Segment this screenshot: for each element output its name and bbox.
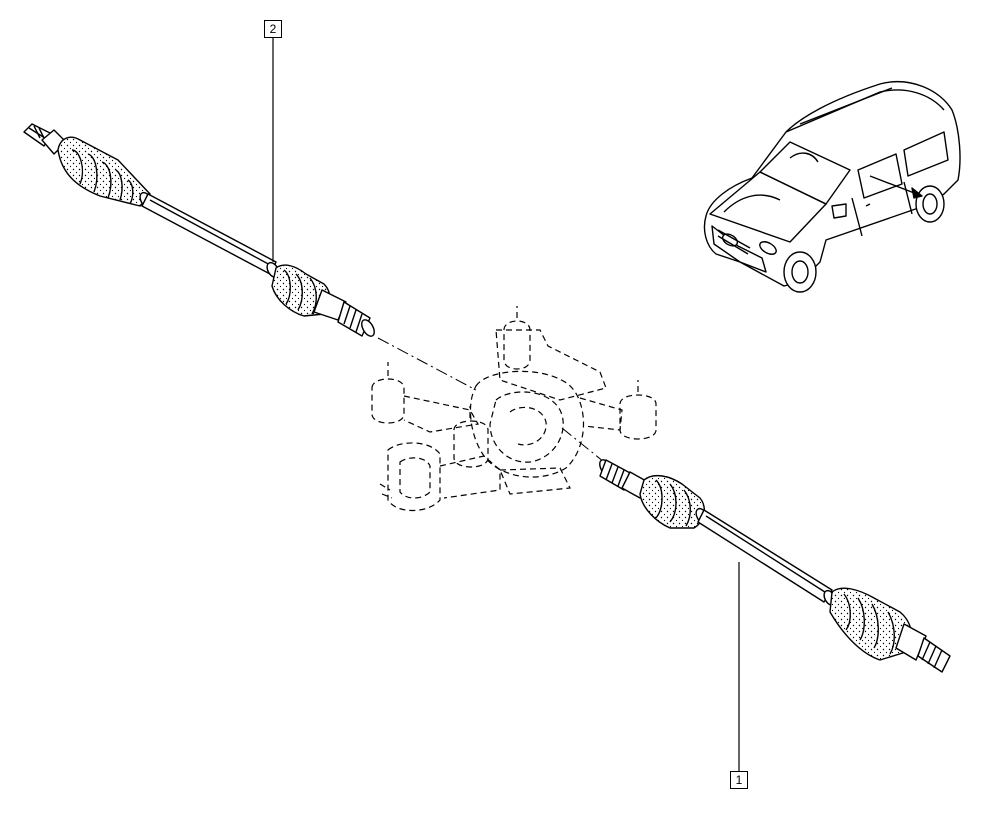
callout-leaders xyxy=(272,38,740,771)
driveshaft-2 xyxy=(23,123,375,337)
driveshaft-1-outer-boot xyxy=(823,587,913,661)
callout-part-2: 2 xyxy=(264,20,282,38)
driveshaft-1-bar xyxy=(697,509,833,603)
driveshaft-2-inner-boot xyxy=(266,261,331,317)
driveshaft-2-inner-spline xyxy=(313,289,375,337)
driveshaft-2-outer-boot xyxy=(57,136,153,209)
driveshaft-1-outer-spline xyxy=(895,623,951,673)
driveshaft-1-inner-spline xyxy=(599,459,649,499)
driveshaft-1 xyxy=(599,459,951,673)
callout-part-1: 1 xyxy=(730,771,748,789)
vehicle-locator-illustration xyxy=(703,81,961,293)
alignment-axis-lines xyxy=(377,337,605,463)
driveshaft-1-inner-boot xyxy=(639,474,709,529)
rear-differential-phantom xyxy=(371,306,657,511)
driveshaft-2-bar xyxy=(141,193,277,275)
